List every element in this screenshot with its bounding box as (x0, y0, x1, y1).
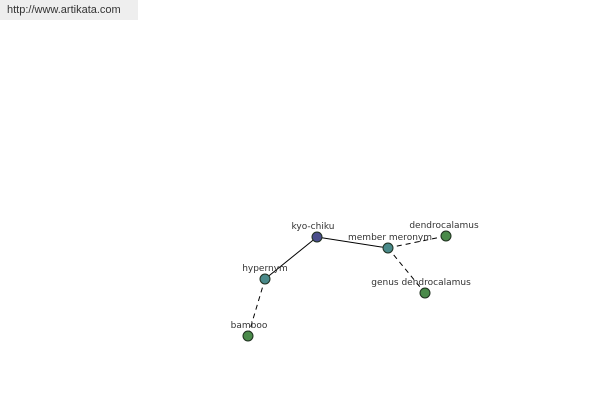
node-label-dendrocalamus[interactable]: dendrocalamus (409, 221, 479, 231)
site-url-label[interactable]: http://www.artikata.com (0, 0, 138, 20)
labels-layer: kyo-chiku member meronym hypernym dendrocal… (231, 221, 479, 331)
node-bamboo[interactable] (242, 330, 254, 342)
edge-kyo-chiku-to-member-meronym (316, 236, 389, 249)
edge-member-meronym-to-dendrocalamus (387, 235, 447, 249)
edge-member-meronym-to-genus-dendrocalamus (387, 247, 426, 294)
node-genus-dendrocalamus[interactable] (419, 287, 431, 299)
node-hypernym[interactable] (259, 273, 271, 285)
node-label-kyo-chiku[interactable]: kyo-chiku (292, 222, 335, 232)
node-label-bamboo[interactable]: bamboo (231, 321, 268, 331)
node-kyo-chiku[interactable] (311, 231, 323, 243)
edge-kyo-chiku-to-hypernym (264, 236, 318, 280)
nodes-layer (242, 230, 452, 342)
edges-layer (247, 235, 447, 337)
node-label-hypernym[interactable]: hypernym (242, 264, 288, 274)
node-label-genus-dendrocalamus[interactable]: genus dendrocalamus (371, 278, 471, 288)
node-member-meronym[interactable] (382, 242, 394, 254)
node-dendrocalamus[interactable] (440, 230, 452, 242)
node-label-member-meronym[interactable]: member meronym (348, 233, 432, 243)
edge-hypernym-to-bamboo (247, 278, 266, 337)
